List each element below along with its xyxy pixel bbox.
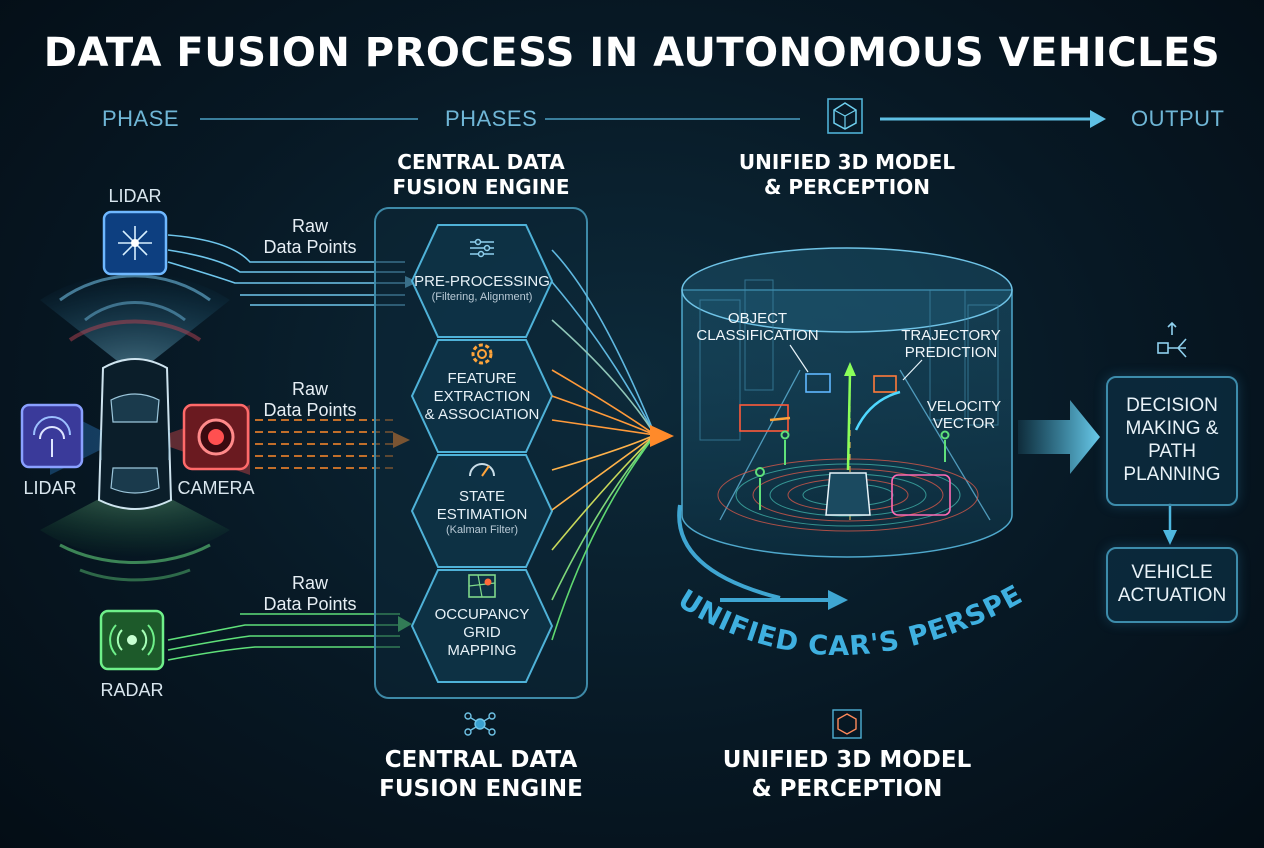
radar-label: RADAR [100, 680, 164, 700]
stage-feature-extraction: FEATURE EXTRACTION & ASSOCIATION [412, 370, 552, 424]
network-icon [464, 712, 496, 736]
raw-data-radar-line1: Raw [291, 573, 328, 593]
actuation-line2: ACTUATION [1117, 585, 1227, 606]
velocity-vector-line1: VELOCITY [926, 398, 1002, 415]
velocity-vector-label: VELOCITY VECTOR [918, 398, 1010, 433]
stage-feature-line2: EXTRACTION [433, 388, 531, 405]
phase-label-right: OUTPUT [1131, 106, 1225, 131]
stage-preprocessing-title: PRE-PROCESSING [414, 273, 550, 290]
decision-line2: MAKING & [1125, 418, 1219, 440]
cube-icon [827, 98, 863, 134]
camera-stream [255, 419, 395, 469]
stage-occupancy-grid: OCCUPANCY GRID MAPPING [412, 606, 552, 660]
lidar-left-label: LIDAR [23, 478, 77, 498]
radar-icon [99, 609, 165, 671]
actuation-arrow [1163, 530, 1177, 545]
model-heading-bottom: UNIFIED 3D MODEL & PERCEPTION [717, 746, 977, 804]
lidar-left-icon [20, 403, 84, 469]
actuation-line1: VEHICLE [1131, 562, 1213, 584]
stage-preprocessing: PRE-PROCESSING (Filtering, Alignment) [412, 273, 552, 304]
flowchart-icon [1157, 321, 1187, 358]
engine-heading-bottom: CENTRAL DATA FUSION ENGINE [370, 746, 592, 804]
output-arrow [1018, 400, 1100, 474]
perspective-arc [677, 504, 781, 600]
stage-feature-line1: FEATURE [447, 370, 517, 387]
stage-hexagons [410, 224, 554, 683]
map-icon [468, 574, 496, 598]
phase-label-middle: PHASES [445, 106, 538, 131]
stage-occupancy-line1: OCCUPANCY [434, 606, 530, 623]
page-title: DATA FUSION PROCESS IN AUTONOMOUS VEHICL… [43, 30, 1221, 76]
raw-data-camera-line1: Raw [291, 379, 328, 399]
fusion-lines [551, 249, 656, 641]
phase-label-left: PHASE [102, 106, 180, 131]
lidar-top-label: LIDAR [108, 186, 162, 206]
decision-line3: PATH [1148, 441, 1196, 462]
gear-icon [471, 343, 493, 365]
velocity-vector-line2: VECTOR [932, 415, 996, 433]
model-car-orange [873, 375, 897, 393]
vehicle-actuation-box: VEHICLE ACTUATION [1106, 547, 1238, 623]
lidar-beam [40, 272, 230, 375]
model-pedestrians [755, 430, 950, 510]
fusion-arrow [650, 425, 674, 447]
raw-data-lidar-line1: Raw [291, 216, 328, 236]
raw-data-camera-line2: Data Points [263, 399, 357, 420]
radar-stream [167, 613, 400, 661]
camera-label: CAMERA [177, 478, 255, 498]
trajectory-prediction-line1: TRAJECTORY [901, 327, 1001, 344]
raw-data-label-camera: Raw Data Points [255, 379, 365, 420]
model-car-blue [805, 373, 831, 393]
stage-occupancy-line3: MAPPING [447, 642, 517, 659]
decision-making-box: DECISION MAKING & PATH PLANNING [1106, 376, 1238, 506]
model-car-pink [891, 474, 951, 516]
phase-arrow-head [1090, 110, 1106, 128]
model-heading-top: UNIFIED 3D MODEL & PERCEPTION [727, 150, 967, 200]
stage-preprocessing-sub: (Filtering, Alignment) [431, 291, 533, 303]
stage-occupancy-line2: GRID [463, 624, 501, 641]
raw-data-label-lidar: Raw Data Points [255, 216, 365, 257]
perspective-text-svg: UNIFIED CAR'S PERSPECTIVE [660, 560, 1028, 662]
perspective-text: UNIFIED CAR'S PERSPECTIVE [660, 560, 1028, 662]
radar-beam [40, 480, 230, 582]
engine-heading-bottom-line1: CENTRAL DATA [384, 747, 578, 773]
unified-3d-model [681, 247, 1013, 558]
lidar-top-icon [102, 210, 168, 276]
model-heading-bottom-line2: & PERCEPTION [751, 775, 943, 802]
stage-state-sub: (Kalman Filter) [445, 524, 519, 536]
stage-state-line2: ESTIMATION [436, 506, 528, 523]
raw-data-label-radar: Raw Data Points [255, 573, 365, 614]
object-classification-label: OBJECT CLASSIFICATION [695, 310, 820, 345]
engine-heading-top-line2: FUSION ENGINE [392, 175, 570, 199]
stage-feature-line3: & ASSOCIATION [424, 406, 540, 423]
gauge-icon [469, 463, 495, 477]
lidar-stream [167, 234, 405, 306]
engine-heading-top: CENTRAL DATA FUSION ENGINE [381, 150, 581, 200]
stage-state-estimation: STATE ESTIMATION (Kalman Filter) [412, 488, 552, 537]
raw-data-radar-line2: Data Points [263, 593, 357, 614]
model-heading-top-line1: UNIFIED 3D MODEL [738, 150, 956, 174]
object-classification-line2: CLASSIFICATION [696, 327, 819, 345]
decision-line1: DECISION [1126, 395, 1218, 417]
cube-icon-bottom [832, 709, 862, 739]
camera-icon [182, 403, 250, 471]
decision-line4: PLANNING [1123, 463, 1221, 485]
stage-state-line1: STATE [458, 488, 506, 505]
engine-heading-top-line1: CENTRAL DATA [397, 150, 565, 174]
model-heading-bottom-line1: UNIFIED 3D MODEL [722, 747, 972, 773]
raw-data-lidar-line2: Data Points [263, 236, 357, 257]
ego-car [97, 358, 173, 510]
engine-heading-bottom-line2: FUSION ENGINE [379, 775, 583, 802]
trajectory-prediction-label: TRAJECTORY PREDICTION [896, 327, 1006, 362]
model-ego-car [825, 472, 871, 516]
model-heading-top-line2: & PERCEPTION [764, 175, 930, 199]
trajectory-prediction-line2: PREDICTION [904, 344, 998, 362]
object-classification-line1: OBJECT [727, 310, 788, 327]
sliders-icon [470, 238, 494, 258]
